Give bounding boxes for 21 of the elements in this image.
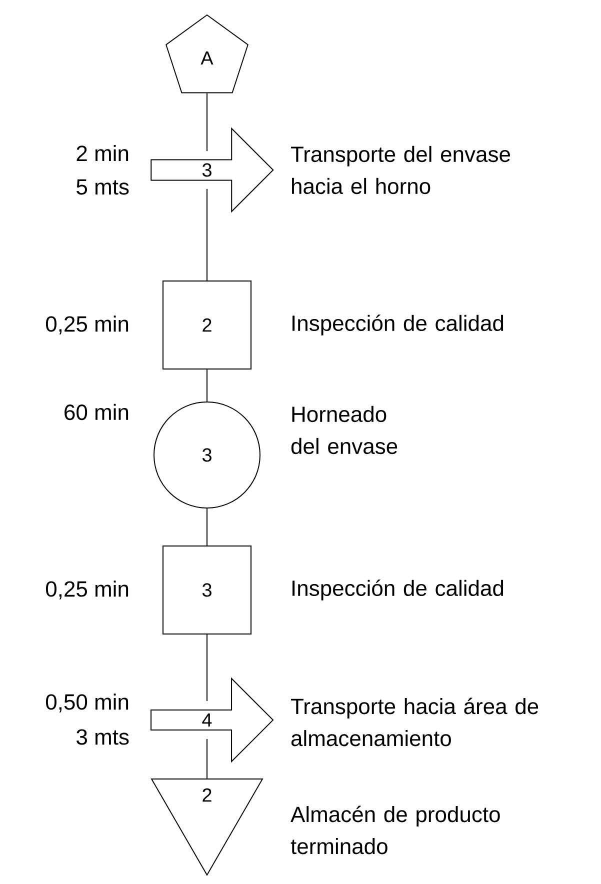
connector-line [206,369,208,402]
connector-line [206,508,208,546]
description-label: Inspección de calidad [292,580,504,600]
description-label: Transporte hacia área de almacenamiento [291,698,538,746]
time-label: 3 mts [76,729,129,745]
description-label: Transporte del envase hacia el horno [291,146,510,194]
time-label: 0,25 min [46,316,128,334]
connector-line [206,188,208,281]
connector-line [206,634,208,702]
description-label: Inspección de calidad [292,314,504,336]
connector-line [206,738,208,779]
time-label: 0,25 min [46,580,128,600]
connector-line [206,92,208,152]
time-label: 5 mts [76,179,129,195]
time-label: 0,50 min [46,694,128,712]
time-label: 2 min [76,145,128,161]
inspection-square: 3 [162,546,252,634]
description-label: Almacén de producto terminado [290,806,500,854]
time-label: 60 min [64,404,128,420]
inspection-square: 2 [162,280,252,370]
description-label: Horneado del envase [291,406,398,454]
